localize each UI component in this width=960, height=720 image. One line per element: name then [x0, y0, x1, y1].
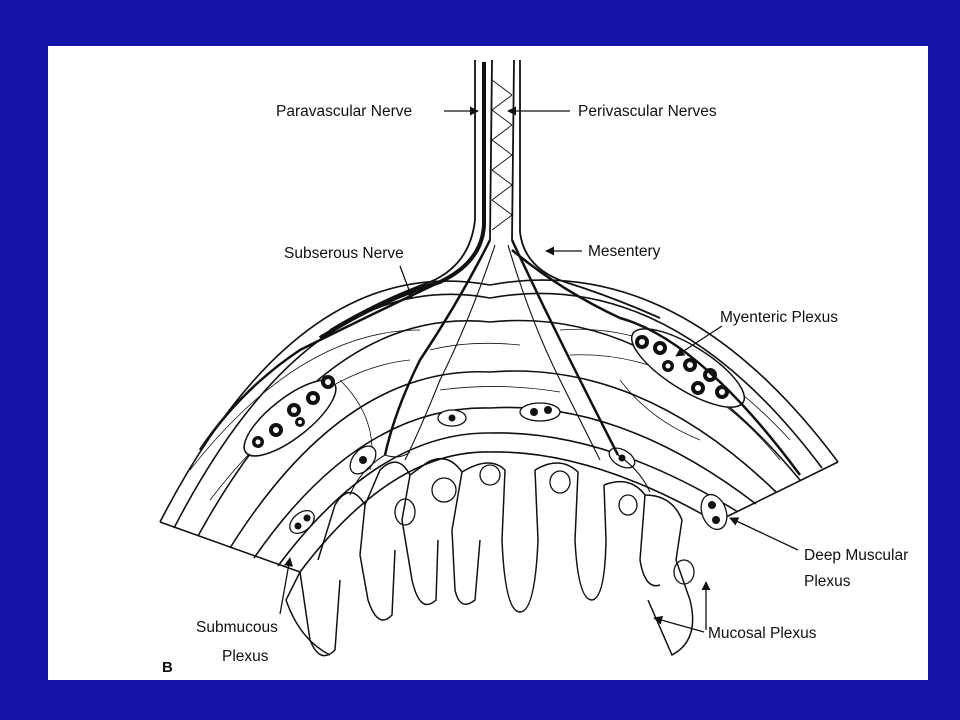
arrow-deep-muscular [729, 517, 799, 551]
arrow-submucous [279, 557, 294, 615]
label-submucous: Submucous [196, 619, 278, 636]
figure-panel [48, 46, 928, 680]
mesentery-stalk [329, 59, 661, 331]
label-deep-muscular: Deep Muscular [804, 547, 908, 564]
label-myenteric-plexus: Myenteric Plexus [720, 309, 838, 326]
label-deep-muscular-plexus: Plexus [804, 573, 851, 590]
label-mucosal-plexus: Mucosal Plexus [708, 625, 817, 642]
villus-bulbs [394, 464, 695, 585]
fine-nerve-fibers [349, 244, 651, 496]
label-perivascular-nerves: Perivascular Nerves [578, 103, 717, 120]
nerve-branches [198, 239, 802, 476]
vessel-hatching [491, 79, 513, 231]
myenteric-ganglion-left [243, 375, 337, 457]
label-submucous-plexus: Plexus [222, 648, 269, 665]
mucosal-villi [285, 457, 694, 657]
arrow-mucosal-left [653, 615, 705, 633]
arrow-myenteric [675, 325, 723, 357]
submucous-ganglia [289, 402, 728, 534]
panel-letter: B [162, 659, 173, 676]
label-mesentery: Mesentery [588, 243, 661, 260]
arrow-subserous [399, 265, 414, 299]
label-paravascular-nerve: Paravascular Nerve [276, 103, 412, 120]
myenteric-ganglion-right [630, 328, 746, 408]
label-subserous-nerve: Subserous Nerve [284, 245, 404, 262]
wall-end-lines [159, 461, 839, 573]
